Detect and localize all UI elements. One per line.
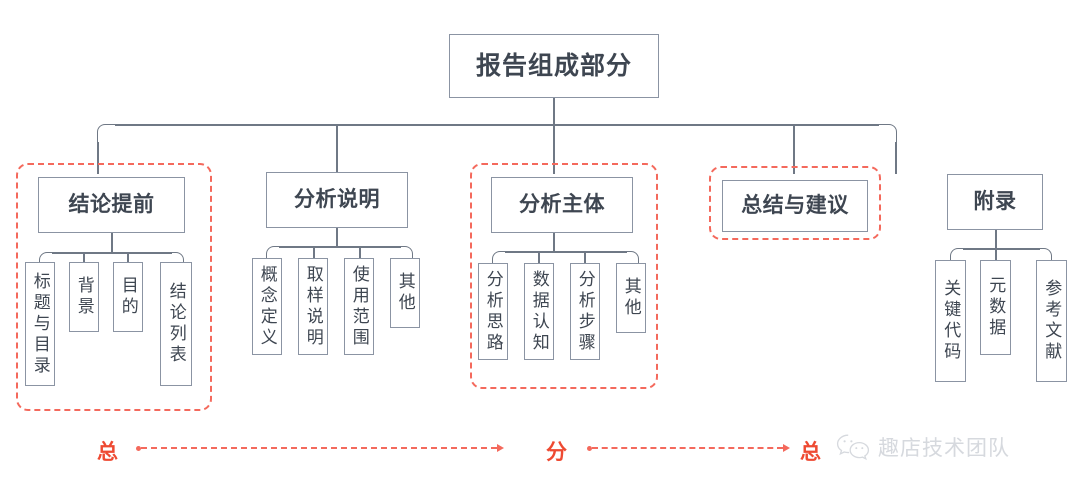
node-leaf-2-1[interactable]: 概念定义	[252, 258, 282, 355]
node-branch-5[interactable]: 附录	[947, 174, 1043, 230]
connector-branch-2-left-elbow	[266, 246, 280, 260]
connector-branch-1-stem	[111, 233, 113, 252]
connector-branch-2-bar	[279, 246, 401, 248]
connector-branch-5-right-elbow	[1038, 248, 1052, 262]
connector-drop-branch-1	[97, 142, 99, 174]
node-leaf-5-2[interactable]: 元数据	[980, 260, 1011, 355]
highlight-group-3	[470, 163, 658, 389]
node-branch-1[interactable]: 结论提前	[38, 177, 185, 233]
node-leaf-1-4[interactable]: 结论列表	[160, 262, 192, 386]
connector-branch-5-bar	[963, 248, 1040, 250]
watermark: 趣店技术团队	[836, 432, 1010, 462]
legend-arrow-1-head	[497, 444, 504, 452]
connector-branch-1-bar	[52, 252, 172, 254]
node-leaf-2-3[interactable]: 使用范围	[344, 258, 374, 355]
legend-label-1: 总	[97, 441, 119, 464]
node-leaf-3-3[interactable]: 分析步骤	[570, 263, 600, 360]
legend-arrow-2-head	[783, 444, 790, 452]
node-leaf-1-3[interactable]: 目的	[113, 262, 143, 332]
wechat-icon	[836, 433, 870, 461]
node-branch-2[interactable]: 分析说明	[266, 172, 408, 228]
watermark-text: 趣店技术团队	[878, 437, 1010, 460]
connector-branch-3-drop-3	[584, 251, 586, 271]
connector-main-bus	[115, 124, 879, 126]
connector-branch-2-drop-2	[313, 246, 315, 266]
node-leaf-1-2[interactable]: 背景	[69, 262, 99, 332]
connector-branch-3-right-elbow	[625, 251, 639, 265]
legend-label-2: 分	[546, 441, 568, 464]
legend-arrow-2	[587, 442, 790, 454]
connector-drop-branch-4	[793, 124, 795, 174]
legend-label-3: 总	[800, 441, 822, 464]
connector-branch-5-drop-2	[995, 248, 997, 268]
connector-bus-left-elbow	[97, 124, 117, 144]
connector-branch-2-right-elbow	[399, 246, 413, 260]
connector-branch-1-left-elbow	[39, 252, 53, 266]
connector-drop-branch-2	[336, 124, 338, 174]
node-leaf-2-2[interactable]: 取样说明	[298, 258, 328, 355]
legend-arrow-1	[136, 442, 504, 454]
legend-arrow-1-dash	[141, 447, 497, 449]
node-branch-3[interactable]: 分析主体	[491, 177, 633, 233]
node-leaf-5-1[interactable]: 关键代码	[935, 260, 966, 382]
highlight-group-4	[709, 166, 881, 240]
connector-branch-2-stem	[336, 228, 338, 246]
connector-root-stem	[553, 98, 555, 124]
connector-branch-1-right-elbow	[170, 252, 184, 266]
node-leaf-1-1[interactable]: 标题与目录	[25, 262, 55, 386]
node-leaf-5-3[interactable]: 参考文献	[1036, 260, 1067, 382]
legend-arrow-1-dot	[136, 445, 141, 451]
connector-branch-3-stem	[553, 233, 555, 251]
connector-branch-3-bar	[505, 251, 627, 253]
node-root[interactable]: 报告组成部分	[449, 34, 659, 98]
node-leaf-3-1[interactable]: 分析思路	[478, 263, 508, 360]
connector-branch-3-left-elbow	[492, 251, 506, 265]
legend-arrow-2-dash	[592, 447, 783, 449]
node-branch-4[interactable]: 总结与建议	[722, 180, 868, 232]
connector-branch-5-stem	[995, 230, 997, 248]
node-leaf-3-4[interactable]: 其他	[616, 263, 646, 333]
node-leaf-2-4[interactable]: 其他	[390, 258, 420, 328]
connector-branch-2-drop-3	[359, 246, 361, 266]
connector-bus-right-elbow	[877, 124, 897, 144]
node-leaf-3-2[interactable]: 数据认知	[524, 263, 554, 360]
connector-drop-branch-3	[553, 124, 555, 174]
connector-branch-5-left-elbow	[950, 248, 964, 262]
highlight-group-1	[16, 163, 212, 411]
legend-arrow-2-dot	[587, 445, 592, 451]
connector-branch-3-drop-2	[538, 251, 540, 271]
connector-drop-branch-5	[895, 142, 897, 174]
